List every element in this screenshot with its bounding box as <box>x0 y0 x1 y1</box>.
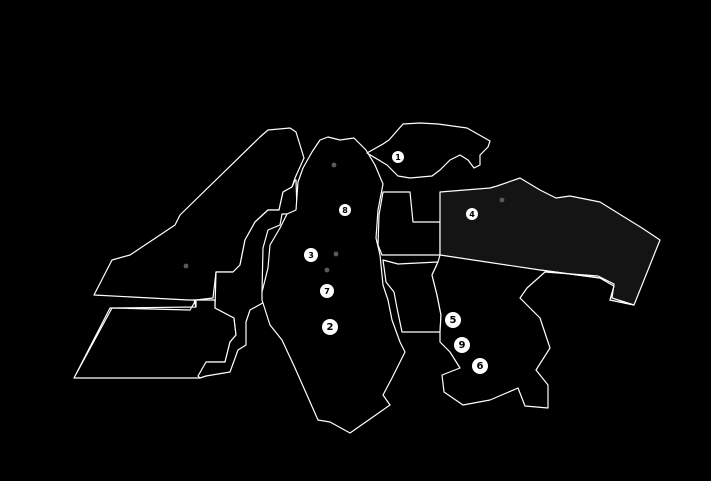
region-mid-upper[interactable] <box>377 191 441 256</box>
map-marker-6[interactable]: 6 <box>472 358 488 374</box>
centroid-dot <box>331 162 337 168</box>
map-marker-5[interactable]: 5 <box>445 312 461 328</box>
map-marker-8[interactable]: 8 <box>339 204 351 216</box>
map-marker-3[interactable]: 3 <box>304 248 318 262</box>
map-marker-9[interactable]: 9 <box>454 337 470 353</box>
map-marker-2[interactable]: 2 <box>322 319 338 335</box>
marker-circle[interactable] <box>466 208 478 220</box>
centroid-dot <box>499 197 505 203</box>
regions-layer <box>73 122 661 434</box>
marker-circle[interactable] <box>445 312 461 328</box>
marker-circle[interactable] <box>304 248 318 262</box>
marker-circle[interactable] <box>322 319 338 335</box>
marker-circle[interactable] <box>320 284 334 298</box>
marker-circle[interactable] <box>392 151 404 163</box>
map-marker-1[interactable]: 1 <box>392 151 404 163</box>
centroid-dots-layer <box>183 162 505 273</box>
map-marker-7[interactable]: 7 <box>320 284 334 298</box>
marker-circle[interactable] <box>472 358 488 374</box>
centroid-dot <box>183 263 189 269</box>
region-north[interactable] <box>366 122 491 179</box>
centroid-dot <box>333 251 339 257</box>
marker-circle[interactable] <box>339 204 351 216</box>
centroid-dot <box>324 267 330 273</box>
map-marker-4[interactable]: 4 <box>466 208 478 220</box>
marker-circle[interactable] <box>454 337 470 353</box>
region-central[interactable] <box>261 136 406 434</box>
